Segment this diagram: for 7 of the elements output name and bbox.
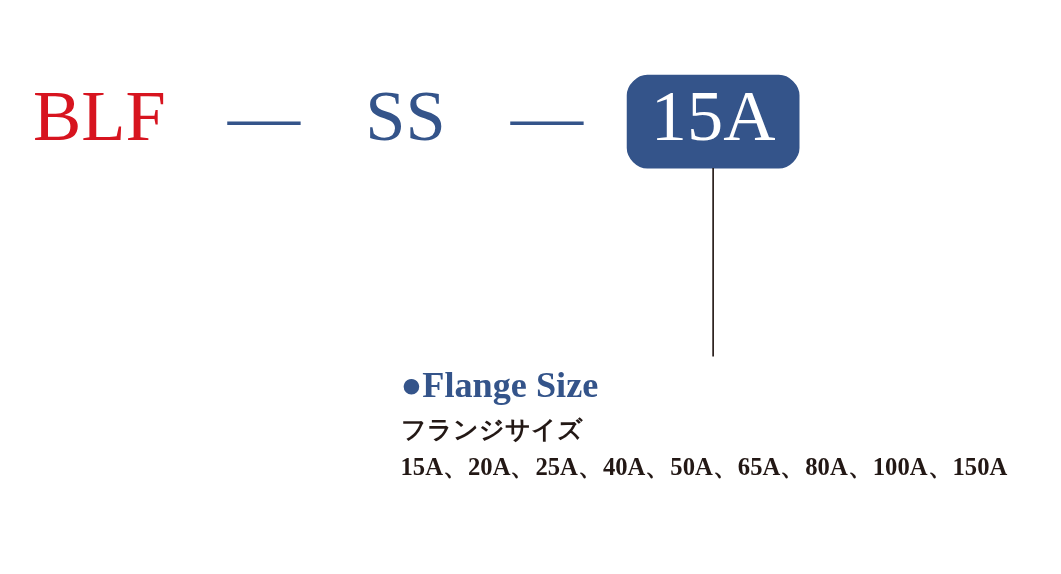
label: SS — [365, 75, 446, 157]
label: — — [227, 75, 301, 157]
label: — — [510, 75, 584, 157]
node-box: 15A — [626, 74, 800, 169]
label: BLF — [33, 75, 166, 157]
node-text: ●Flange Size フランジサイズ 15A、20A、25A、40A、50A、65A、80A、100A、150A — [400, 365, 1008, 481]
connector — [712, 167, 714, 358]
